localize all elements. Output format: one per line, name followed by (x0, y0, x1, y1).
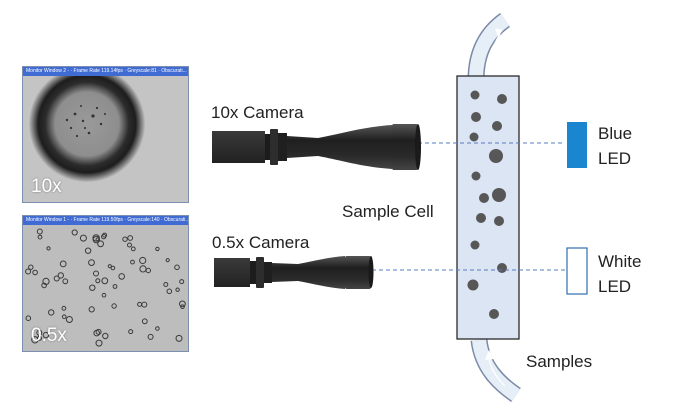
particle (163, 282, 169, 287)
particle (95, 278, 101, 284)
particle (37, 335, 42, 341)
particle (93, 270, 99, 277)
particle (92, 234, 100, 242)
particle (46, 246, 51, 251)
particle (62, 278, 69, 285)
particle (84, 247, 92, 254)
particle (166, 288, 173, 295)
particle (155, 246, 160, 252)
blue-led-label-line1: Blue (598, 124, 633, 143)
particle (32, 269, 38, 276)
particle (112, 284, 118, 289)
particle (41, 282, 47, 289)
particle (25, 268, 32, 275)
particle (36, 329, 43, 336)
camera-05x (214, 256, 374, 289)
magnification-label: 0.5x (31, 325, 67, 346)
particle (95, 328, 102, 335)
particle (155, 326, 160, 331)
particle (180, 304, 185, 309)
particle (139, 265, 147, 273)
flow-tube-inlet-inner (472, 338, 521, 401)
white-led-label-line1: White (598, 252, 642, 271)
microscope-image-10x (23, 76, 188, 202)
monitor-window-10x: Monitor Window 2 - · Frame Rate 119.14fp… (22, 66, 189, 203)
particle (174, 264, 180, 271)
particle (127, 235, 134, 241)
particle (97, 240, 104, 248)
particle (42, 331, 50, 339)
monitor-titlebar: Monitor Window 1 - · Frame Rate 119.50fp… (23, 216, 188, 225)
particle (147, 333, 154, 340)
particle (128, 329, 134, 335)
particle (141, 318, 148, 325)
particle (79, 234, 87, 242)
samples-label: Samples (526, 352, 593, 371)
particle (110, 265, 116, 271)
camera-10x-label: 10x Camera (211, 103, 304, 122)
particle (89, 284, 96, 291)
particle (179, 279, 185, 285)
particle (93, 329, 100, 337)
monitor-window-05x: Monitor Window 1 - · Frame Rate 119.50fp… (22, 215, 189, 352)
white-led-label-line2: LED (598, 277, 632, 296)
particle (25, 315, 32, 321)
white-led (566, 247, 588, 295)
particle (61, 314, 67, 319)
blue-led (567, 122, 587, 168)
particle (179, 300, 186, 308)
particle (130, 246, 136, 252)
particle (101, 233, 107, 240)
sample-cell-label: Sample Cell (342, 202, 434, 221)
sample-particles (467, 90, 507, 319)
particle (71, 229, 78, 236)
particle (59, 260, 67, 268)
flow-arrow-in (488, 357, 506, 387)
particle (107, 264, 112, 269)
particle (137, 301, 143, 307)
microscope-image-05x (23, 225, 188, 351)
magnification-label: 10x (31, 176, 62, 197)
blue-led-label-line2: LED (598, 149, 632, 168)
particle (111, 303, 117, 309)
particle (61, 305, 67, 311)
particle (102, 332, 109, 340)
camera-10x (212, 124, 421, 170)
particle (36, 228, 43, 235)
particle (175, 334, 183, 342)
particle (57, 272, 64, 279)
particle (101, 277, 109, 285)
particle (48, 309, 55, 316)
particle (175, 287, 180, 292)
particle (139, 256, 147, 265)
particle (88, 259, 95, 266)
particle (101, 292, 107, 298)
particle (127, 242, 132, 248)
particle (28, 264, 34, 270)
particle (118, 273, 125, 280)
flow-arrow-up-head (495, 28, 503, 37)
flow-arrow-in-head (485, 350, 494, 360)
particle (122, 236, 128, 242)
particle (130, 259, 135, 265)
particle (165, 258, 170, 263)
particle (53, 275, 60, 282)
particle (88, 306, 95, 313)
monitor-titlebar: Monitor Window 2 - · Frame Rate 119.14fp… (23, 67, 188, 76)
particle (65, 316, 73, 323)
particle (37, 234, 43, 240)
camera-05x-label: 0.5x Camera (212, 233, 310, 252)
particle (95, 339, 103, 347)
flow-tube-outlet-inner (469, 14, 510, 81)
sample-cell (456, 75, 520, 340)
